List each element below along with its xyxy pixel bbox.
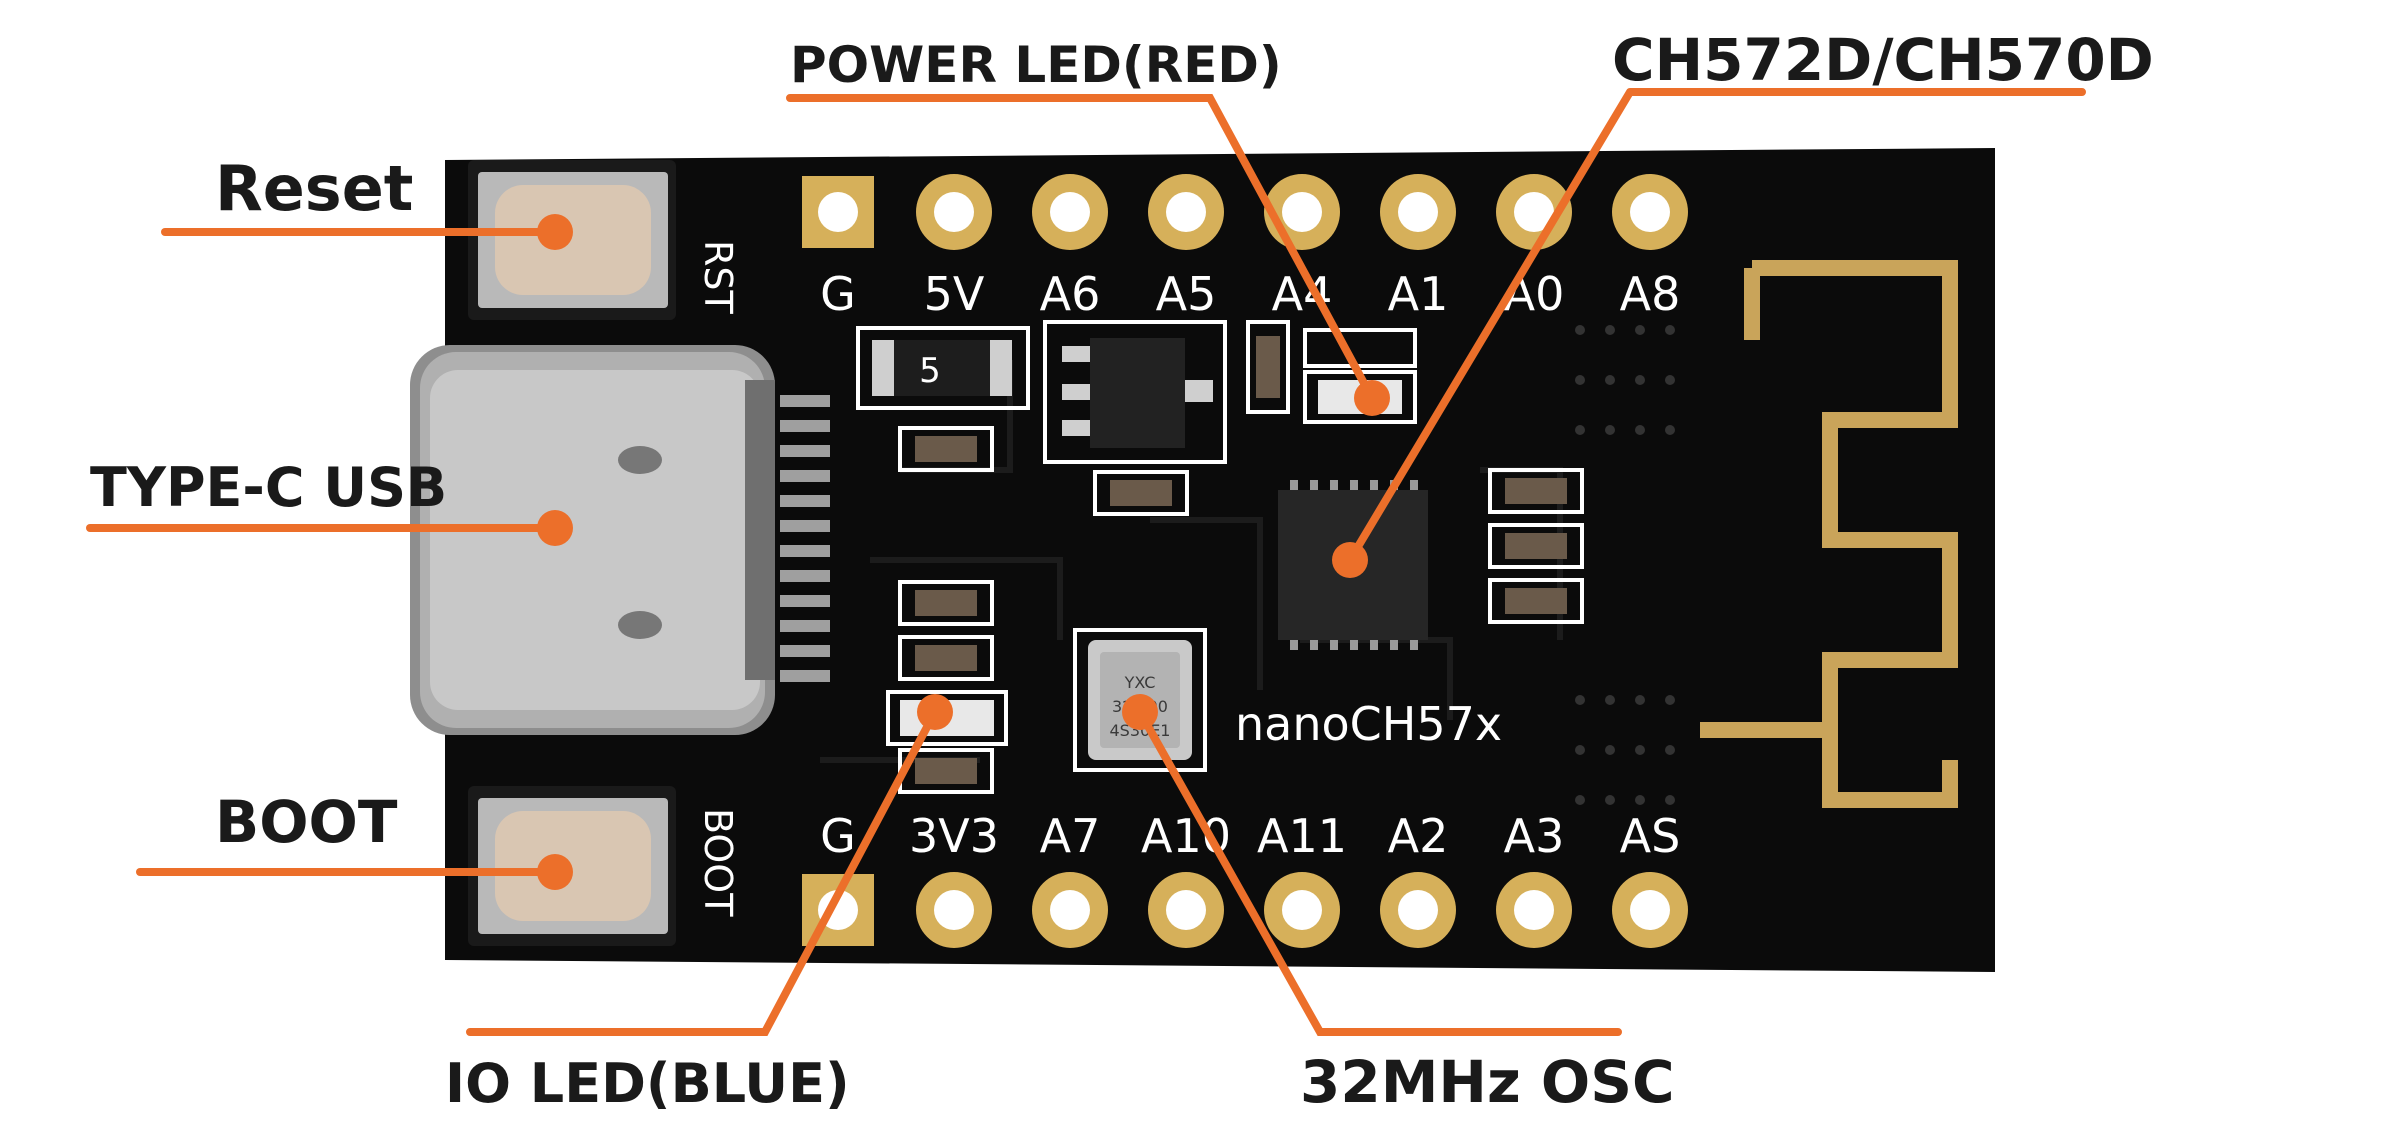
top-pin-label: G	[820, 267, 856, 321]
bottom-pin-label: G	[820, 809, 856, 863]
top-pin-label: A5	[1156, 267, 1217, 321]
regulator-mark: 5	[919, 351, 941, 391]
usb-c-connector	[410, 345, 830, 735]
bottom-pad-hole	[1282, 890, 1322, 930]
top-pad-hole	[1050, 192, 1090, 232]
power-led-callout-line	[786, 94, 1376, 402]
rst-silk-label: RST	[696, 240, 740, 315]
io-led-callout-line	[466, 708, 939, 1036]
reset-callout-dot	[537, 214, 573, 250]
boot-button-part	[468, 786, 676, 946]
boot-silk-label: BOOT	[696, 808, 740, 917]
bottom-pad-hole	[1050, 890, 1090, 930]
osc-callout-line	[1136, 708, 1622, 1036]
reset-label: Reset	[215, 152, 413, 225]
usb-label: TYPE-C USB	[90, 456, 447, 519]
top-pad-hole	[1166, 192, 1206, 232]
mcu-label: CH572D/CH570D	[1612, 26, 2154, 94]
top-pad-hole	[1514, 192, 1554, 232]
osc-label: 32MHz OSC	[1300, 1048, 1675, 1116]
bottom-pin-label: 3V3	[909, 809, 999, 863]
regulator-part	[856, 326, 1030, 410]
power-led-label: POWER LED(RED)	[790, 36, 1282, 94]
via-grid	[1575, 325, 1675, 805]
top-pad-hole	[1630, 192, 1670, 232]
board-name-silk: nanoCH57x	[1235, 697, 1502, 751]
passive-components	[898, 320, 1584, 794]
io-led-callout-dot	[917, 694, 953, 730]
top-pad-hole	[1282, 192, 1322, 232]
mcu-callout-line	[1346, 88, 2086, 564]
bottom-pad-hole	[1630, 890, 1670, 930]
top-pad-hole	[818, 192, 858, 232]
power-led-callout-dot	[1354, 380, 1390, 416]
bottom-pin-label: A11	[1257, 809, 1347, 863]
bottom-pin-label: A2	[1388, 809, 1449, 863]
boot-callout-dot	[537, 854, 573, 890]
bottom-pad-hole	[1166, 890, 1206, 930]
top-pad-hole	[934, 192, 974, 232]
top-pin-label: A8	[1620, 267, 1681, 321]
bottom-pad-hole	[934, 890, 974, 930]
bottom-pad-hole	[1398, 890, 1438, 930]
top-pad-hole	[1398, 192, 1438, 232]
bottom-pin-label: AS	[1620, 809, 1681, 863]
top-pin-label: A6	[1040, 267, 1101, 321]
callout-lines	[86, 88, 2086, 1036]
osc-callout-dot	[1122, 694, 1158, 730]
callout-dots	[537, 214, 1390, 890]
bottom-pad-hole	[1514, 890, 1554, 930]
crystal-marking-1: YXC	[1124, 673, 1156, 692]
boot-label: BOOT	[215, 788, 398, 856]
pcb-antenna	[1700, 260, 1958, 808]
top-pin-label: 5V	[924, 267, 985, 321]
bottom-pin-label: A7	[1040, 809, 1101, 863]
top-pin-label: A1	[1388, 267, 1449, 321]
sot-part	[1043, 320, 1227, 464]
io-led-label: IO LED(BLUE)	[445, 1052, 850, 1115]
reset-button-part	[468, 160, 676, 320]
usb-callout-dot	[537, 510, 573, 546]
bottom-pin-label: A3	[1504, 809, 1565, 863]
mcu-callout-dot	[1332, 542, 1368, 578]
pcb-board	[445, 148, 1995, 972]
